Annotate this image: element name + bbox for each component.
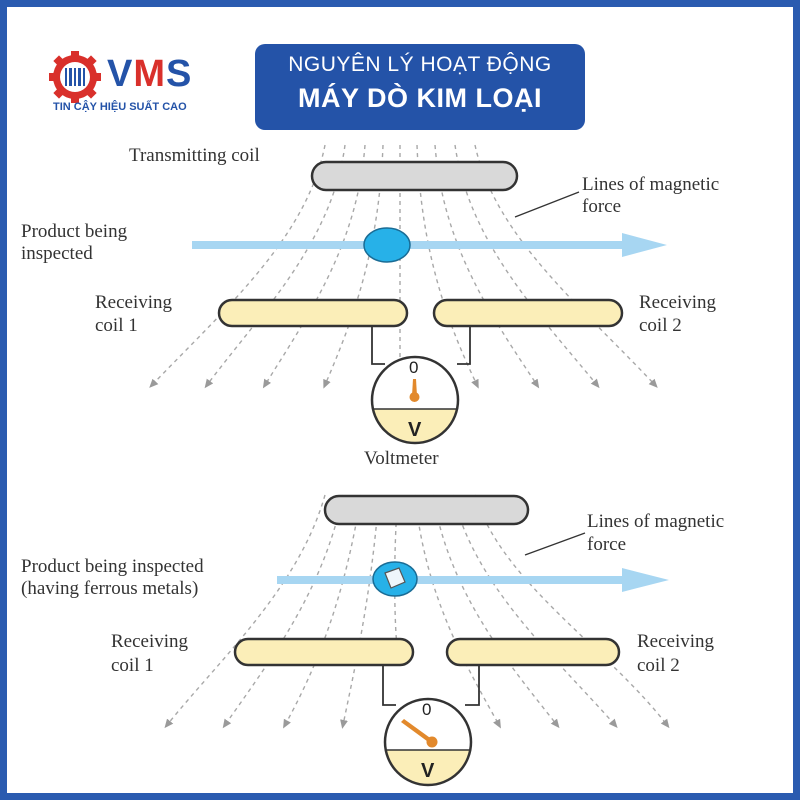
bottom-transmitting-coil [323,494,530,526]
receiving-coil-1-label-2: coil 1 [95,315,138,336]
bottom-lines-pointer [524,532,586,556]
receiving-coil-2 [432,298,624,328]
brand-logo: VMS TIN CẬY HIỆU SUẤT CAO [47,47,237,127]
voltmeter-label: Voltmeter [364,448,439,469]
bottom-product-label-1: Product being inspected [21,556,204,577]
product-label-2: inspected [21,243,93,264]
bottom-lines-label-2: force [587,534,626,555]
receiving-coil-1 [217,298,409,328]
bottom-diagram: Lines of magnetic force Product being in… [21,494,724,787]
bottom-voltmeter: 0 V [383,697,473,787]
dial-zero: 0 [409,358,418,377]
receiving-coil-2-label-1: Receiving [639,292,717,313]
bottom-receiving-coil-1-label-2: coil 1 [111,655,154,676]
bottom-conveyor-flow-arrow [277,568,669,592]
product-item [363,227,411,263]
transmitting-coil-label: Transmitting coil [129,145,260,166]
bottom-lines-label-1: Lines of magnetic [587,511,724,532]
bottom-receiving-coil-2 [445,637,621,667]
bottom-needle-icon [401,719,433,744]
product-label-1: Product being [21,221,128,242]
bottom-receiving-coil-1 [233,637,415,667]
bottom-product-label-2: (having ferrous metals) [21,578,198,599]
top-diagram: Transmitting coil Lines of magnetic forc… [21,144,719,469]
transmitting-coil [310,160,519,192]
bottom-dial-unit: V [421,760,435,782]
ferrous-metal-piece [384,567,406,589]
bottom-wires [382,665,480,706]
top-wires [371,326,471,365]
bottom-dial-zero: 0 [422,700,431,719]
title-line-1: NGUYÊN LÝ HOẠT ĐỘNG [288,53,552,76]
bottom-receiving-coil-1-label-1: Receiving [111,631,189,652]
bottom-receiving-coil-2-label-2: coil 2 [637,655,680,676]
receiving-coil-1-label-1: Receiving [95,292,173,313]
dial-unit: V [408,419,422,441]
brand-tagline: TIN CẬY HIỆU SUẤT CAO [53,101,187,113]
logo-wordmark: VMS [107,53,193,95]
lines-pointer [514,191,580,218]
lines-label-2: force [582,196,621,217]
lines-label-1: Lines of magnetic [582,174,719,195]
bottom-receiving-coil-2-label-1: Receiving [637,631,715,652]
gear-icon [49,51,101,103]
receiving-coil-2-label-2: coil 2 [639,315,682,336]
metal-detector-diagram: Transmitting coil Lines of magnetic forc… [21,144,724,787]
top-voltmeter: 0 V [370,355,460,445]
title-line-2: MÁY DÒ KIM LOẠI [297,83,542,113]
needle-icon [412,379,417,396]
barcode-icon [65,68,85,86]
title-banner: NGUYÊN LÝ HOẠT ĐỘNG MÁY DÒ KIM LOẠI [255,44,585,130]
conveyor-flow-arrow [192,233,667,257]
